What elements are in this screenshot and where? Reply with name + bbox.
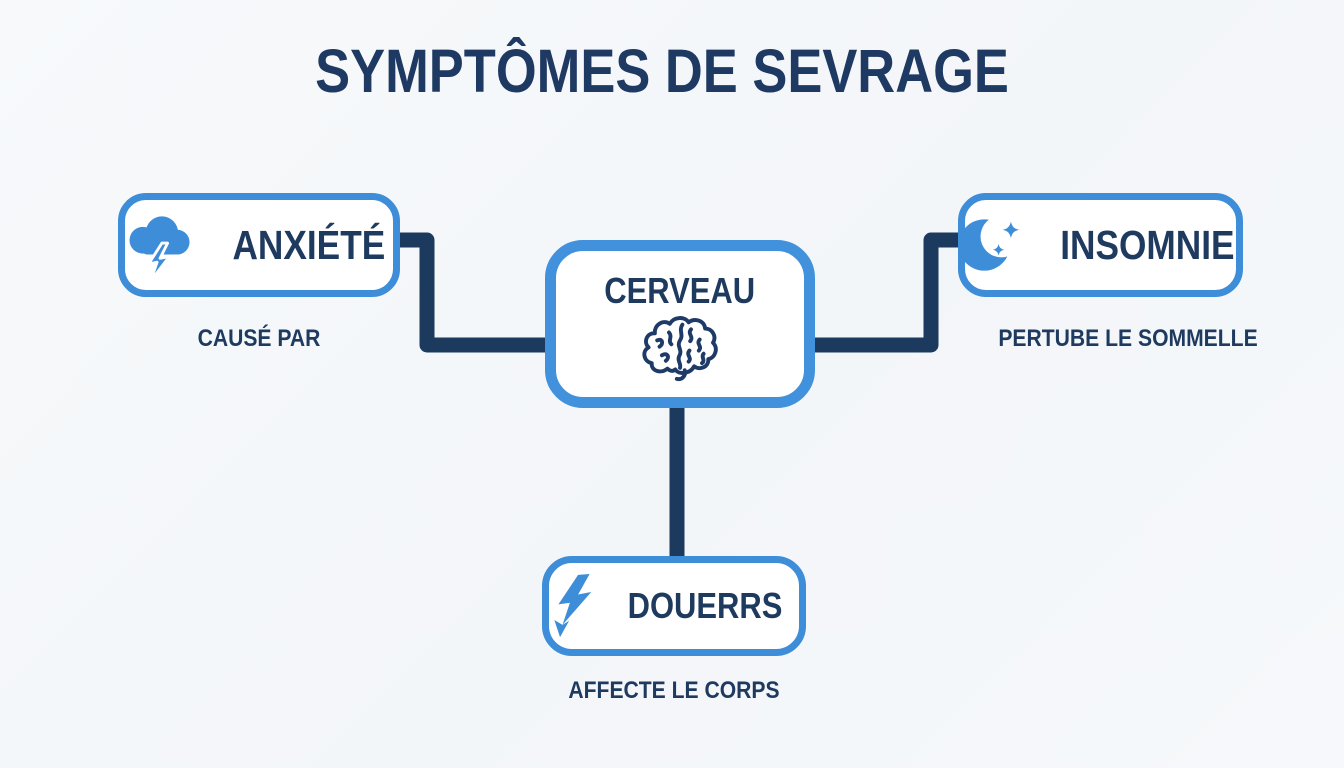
node-box-douleurs: DOUERRS (542, 556, 806, 656)
crescent-moon-icon (958, 219, 1020, 271)
node-box-anxiete: ANXIÉTÉ (118, 193, 400, 297)
connector-cerveau-insomnie (806, 232, 964, 353)
brain-icon (642, 316, 718, 382)
node-label-insomnie: INSOMNIE (1060, 221, 1235, 268)
node-caption-anxiete: CAUSÉ PAR (197, 325, 321, 352)
node-caption-douleurs: AFFECTE LE CORPS (568, 677, 780, 704)
node-caption-insomnie: PERTUBE LE SOMMELLE (998, 325, 1258, 352)
connector-anxiete-cerveau (396, 232, 552, 353)
page-title: SYMPTÔMES DE SEVRAGE (315, 37, 1009, 105)
node-box-insomnie: INSOMNIE (958, 193, 1243, 297)
storm-cloud-icon (129, 216, 190, 283)
node-label-cerveau: CERVEAU (604, 270, 756, 311)
node-label-douleurs: DOUERRS (627, 585, 783, 626)
node-box-cerveau: CERVEAU (545, 240, 815, 408)
lightning-bolt-icon (554, 574, 592, 638)
node-label-anxiete: ANXIÉTÉ (232, 221, 386, 268)
